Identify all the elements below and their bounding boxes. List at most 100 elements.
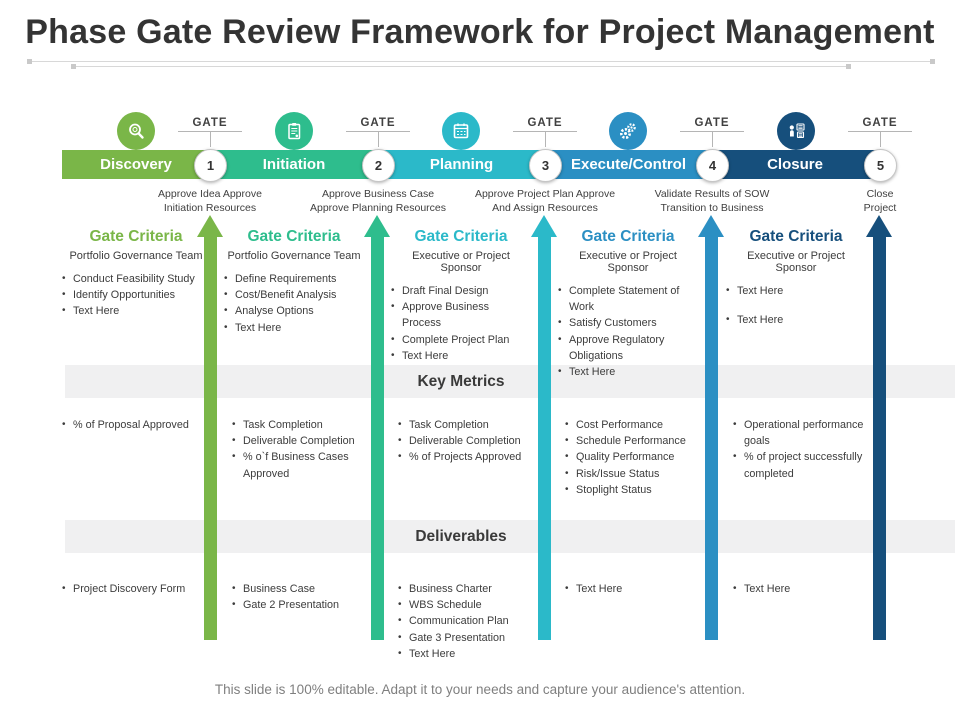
gears-icon (609, 112, 647, 150)
deliverables-list-1: Project Discovery Form (62, 572, 208, 597)
gate-number-4: 4 (696, 149, 729, 182)
list-item: Quality Performance (565, 449, 705, 465)
criteria-list: Conduct Feasibility StudyIdentify Opport… (62, 271, 210, 320)
list-item: % of Proposal Approved (62, 417, 208, 433)
list-item: Define Requirements (224, 271, 364, 287)
metrics-list-2: Task CompletionDeliverable Completion% o… (232, 408, 370, 482)
list-item: Text Here (558, 364, 698, 380)
list-item: Deliverable Completion (398, 433, 536, 449)
gate-label-2: GATE (346, 117, 410, 147)
clipboard-icon (275, 112, 313, 150)
criteria-column-1: Gate Criteria Portfolio Governance Team … (62, 228, 210, 320)
list-item: Identify Opportunities (62, 287, 210, 303)
deliverables-title: Deliverables (415, 528, 507, 545)
deliverables-list-2: Business CaseGate 2 Presentation (232, 572, 370, 613)
list-item: Text Here (733, 581, 871, 597)
phase-label: Execute/Control (570, 156, 687, 173)
list-item: Project Discovery Form (62, 581, 208, 597)
footer-note: This slide is 100% editable. Adapt it to… (214, 682, 746, 697)
page-title: Phase Gate Review Framework for Project … (25, 13, 935, 51)
list-item: Communication Plan (398, 613, 536, 629)
list-item: % of Projects Approved (398, 449, 536, 465)
scoreboard-icon (777, 112, 815, 150)
metrics-list-4: Cost PerformanceSchedule PerformanceQual… (565, 408, 705, 498)
metrics-list-3: Task CompletionDeliverable Completion% o… (398, 408, 536, 466)
up-arrow-closure (866, 215, 893, 640)
list-item: Operational performance goals (733, 417, 871, 449)
criteria-column-3: Gate Criteria Executive or Project Spons… (391, 228, 531, 364)
list-item: Deliverable Completion (232, 433, 370, 449)
phase-label: Closure (767, 156, 823, 173)
deliverables-list-3: Business CharterWBS ScheduleCommunicatio… (398, 572, 536, 662)
list-item: Task Completion (398, 417, 536, 433)
list-item: Text Here (726, 283, 866, 299)
list-item: Cost Performance (565, 417, 705, 433)
list-item: WBS Schedule (398, 597, 536, 613)
gate-label-1: GATE (178, 117, 242, 147)
criteria-subtitle: Executive or Project Sponsor (747, 250, 845, 274)
phase-label: Discovery (100, 156, 172, 173)
criteria-list: Draft Final DesignApprove Business Proce… (391, 283, 531, 364)
list-item: Stoplight Status (565, 482, 705, 498)
gate-number-5: 5 (864, 149, 897, 182)
list-item: Gate 3 Presentation (398, 630, 536, 646)
list-item: Text Here (224, 320, 364, 336)
list-item: Text Here (398, 646, 536, 662)
list-item: Task Completion (232, 417, 370, 433)
list-item: Satisfy Customers (558, 315, 698, 331)
phase-label: Planning (429, 156, 494, 173)
gate-label-5: GATE (848, 117, 912, 147)
criteria-title: Gate Criteria (247, 228, 341, 245)
list-item: Text Here (391, 348, 531, 364)
list-item: Cost/Benefit Analysis (224, 287, 364, 303)
metrics-list-1: % of Proposal Approved (62, 408, 208, 433)
criteria-title: Gate Criteria (749, 228, 843, 245)
phase-segment-planning: Planning (378, 150, 545, 179)
phase-segment-closure: Closure (712, 150, 878, 179)
criteria-column-5: Gate Criteria Executive or Project Spons… (726, 228, 866, 341)
list-item: Gate 2 Presentation (232, 597, 370, 613)
gate-number-3: 3 (529, 149, 562, 182)
criteria-title: Gate Criteria (581, 228, 675, 245)
criteria-list: Define RequirementsCost/Benefit Analysis… (224, 271, 364, 336)
list-item: Approve Regulatory Obligations (558, 332, 698, 364)
calendar-icon (442, 112, 480, 150)
criteria-list: Complete Statement of WorkSatisfy Custom… (558, 283, 698, 380)
title-divider-line (27, 59, 935, 64)
criteria-column-2: Gate Criteria Portfolio Governance Team … (224, 228, 364, 336)
phase-segment-initiation: Initiation (210, 150, 378, 179)
criteria-title: Gate Criteria (414, 228, 508, 245)
criteria-column-4: Gate Criteria Executive or Project Spons… (558, 228, 698, 380)
list-item: Text Here (726, 312, 866, 328)
title-divider-line-2 (71, 64, 851, 69)
phase-label: Initiation (262, 156, 326, 173)
list-item: Business Case (232, 581, 370, 597)
metrics-list-5: Operational performance goals% of projec… (733, 408, 871, 482)
key-metrics-title: Key Metrics (417, 373, 505, 390)
list-item: Conduct Feasibility Study (62, 271, 210, 287)
list-item: % of project successfully completed (733, 449, 871, 481)
list-item: Text Here (62, 303, 210, 319)
criteria-subtitle: Portfolio Governance Team (227, 250, 361, 262)
phase-segment-execute-control: Execute/Control (545, 150, 712, 179)
criteria-subtitle: Portfolio Governance Team (69, 250, 203, 262)
list-item: Risk/Issue Status (565, 466, 705, 482)
gate-label-3: GATE (513, 117, 577, 147)
up-arrow-initiation (364, 215, 391, 640)
deliverables-list-5: Text Here (733, 572, 871, 597)
list-item: % o`f Business Cases Approved (232, 449, 370, 481)
phase-band: Discovery Initiation Planning Execute/Co… (62, 150, 878, 179)
magnifier-icon (117, 112, 155, 150)
criteria-subtitle: Executive or Project Sponsor (579, 250, 677, 274)
phase-segment-discovery: Discovery (62, 150, 210, 179)
list-item: Schedule Performance (565, 433, 705, 449)
list-item: Complete Statement of Work (558, 283, 698, 315)
criteria-title: Gate Criteria (89, 228, 183, 245)
criteria-list: Text HereText Here (726, 283, 866, 328)
list-item: Draft Final Design (391, 283, 531, 299)
gate-number-2: 2 (362, 149, 395, 182)
